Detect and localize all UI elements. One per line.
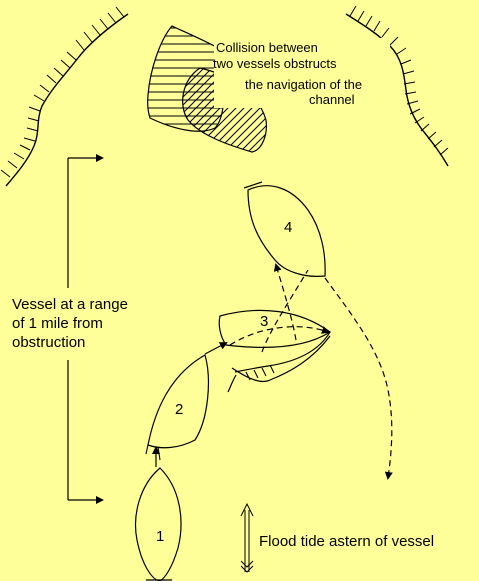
collision-note-line1: Collision between bbox=[216, 40, 318, 55]
vessel-label-1: 1 bbox=[156, 528, 164, 545]
vessel-position-2: 2 bbox=[146, 355, 208, 460]
vessel-position-4: 4 bbox=[244, 182, 325, 276]
collision-note-line4: channel bbox=[309, 92, 355, 107]
left-shoreline bbox=[1, 7, 128, 186]
tide-note: Flood tide astern of vessel bbox=[259, 533, 434, 550]
vessel-position-1: 1 bbox=[136, 468, 181, 581]
collision-note-line3: the navigation of the bbox=[245, 77, 362, 92]
collision-note-line2: two vessels obstructs bbox=[213, 56, 337, 71]
flood-tide-arrow-icon bbox=[241, 504, 253, 572]
range-note: Vessel at a range of 1 mile from obstruc… bbox=[12, 296, 128, 351]
vessel-label-3: 3 bbox=[260, 313, 268, 330]
vessel-position-3: 3 bbox=[219, 310, 330, 392]
track-2-3 bbox=[205, 343, 226, 354]
range-note-line3: obstruction bbox=[12, 334, 85, 351]
range-note-line1: Vessel at a range bbox=[12, 296, 128, 313]
track-4-downstream bbox=[325, 278, 392, 478]
track-3-4 bbox=[276, 265, 296, 340]
vessel-label-4: 4 bbox=[284, 219, 292, 236]
vessel-label-2: 2 bbox=[175, 401, 183, 418]
range-note-line2: of 1 mile from bbox=[12, 315, 103, 332]
track-3-swing bbox=[230, 327, 328, 345]
